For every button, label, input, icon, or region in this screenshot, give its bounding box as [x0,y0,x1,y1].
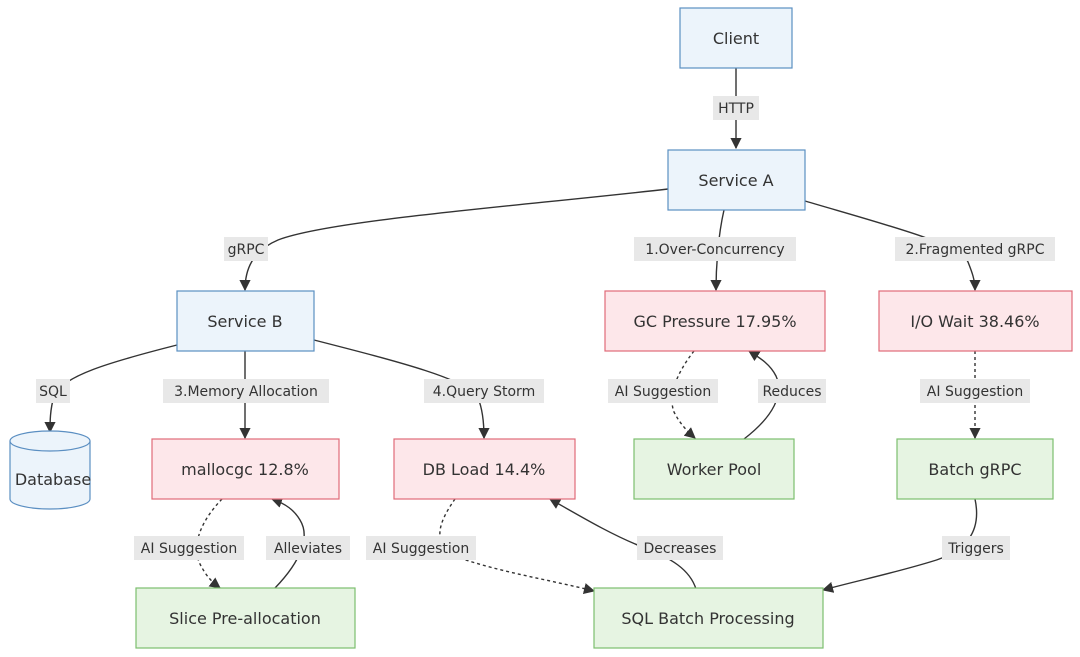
svg-text:Alleviates: Alleviates [274,541,342,557]
svg-text:Triggers: Triggers [947,541,1004,557]
edge-worker-pool-gc [743,350,780,440]
svg-text:4.Query Storm: 4.Query Storm [433,384,535,400]
edge-gc-worker-pool [671,350,696,439]
node-gc-pressure[interactable]: GC Pressure 17.95% [604,290,826,352]
edge-label-http: HTTP [713,96,759,120]
svg-text:SQL Batch Processing: SQL Batch Processing [621,609,794,628]
edge-label-sql: SQL [36,379,70,403]
node-worker-pool[interactable]: Worker Pool [633,438,795,500]
node-sql-batch[interactable]: SQL Batch Processing [593,587,824,649]
node-db-load[interactable]: DB Load 14.4% [393,438,576,500]
svg-text:1.Over-Concurrency: 1.Over-Concurrency [645,242,784,258]
node-service-a[interactable]: Service A [667,149,806,211]
edge-label-reduces: Reduces [758,379,826,403]
edge-label-query-storm: 4.Query Storm [424,379,544,403]
node-io-wait[interactable]: I/O Wait 38.46% [878,290,1073,352]
edge-service-a-service-b [239,188,669,292]
svg-text:Batch gRPC: Batch gRPC [928,460,1021,479]
svg-text:mallocgc 12.8%: mallocgc 12.8% [181,460,309,479]
node-slice-prealloc[interactable]: Slice Pre-allocation [135,587,356,649]
edge-label-fragmented-grpc: 2.Fragmented gRPC [895,237,1055,261]
edge-label-grpc: gRPC [224,237,268,261]
svg-text:DB Load 14.4%: DB Load 14.4% [423,460,546,479]
svg-text:Service B: Service B [207,312,282,331]
svg-text:AI Suggestion: AI Suggestion [373,541,469,557]
node-service-b[interactable]: Service B [176,290,315,352]
svg-text:Worker Pool: Worker Pool [667,460,762,479]
node-database[interactable]: Database [9,430,91,510]
svg-text:Slice Pre-allocation: Slice Pre-allocation [169,609,321,628]
node-mallocgc[interactable]: mallocgc 12.8% [151,438,340,500]
edge-label-memory-allocation: 3.Memory Allocation [163,379,329,403]
svg-text:HTTP: HTTP [718,101,754,117]
svg-text:Service A: Service A [698,171,773,190]
svg-text:SQL: SQL [39,384,67,400]
svg-text:Decreases: Decreases [644,541,717,557]
svg-text:AI Suggestion: AI Suggestion [615,384,711,400]
svg-text:Client: Client [713,29,759,48]
svg-text:Database: Database [15,470,91,489]
svg-text:AI Suggestion: AI Suggestion [927,384,1023,400]
edge-label-triggers: Triggers [942,536,1010,560]
svg-text:I/O Wait 38.46%: I/O Wait 38.46% [910,312,1039,331]
edge-label-alleviates: Alleviates [266,536,350,560]
edge-label-ai-suggestion-malloc: AI Suggestion [134,536,244,560]
node-batch-grpc[interactable]: Batch gRPC [896,438,1054,500]
edge-label-ai-suggestion-io: AI Suggestion [920,379,1030,403]
edge-batch-grpc-sql-batch [821,498,978,593]
svg-text:GC Pressure 17.95%: GC Pressure 17.95% [633,312,796,331]
svg-text:AI Suggestion: AI Suggestion [141,541,237,557]
svg-text:gRPC: gRPC [228,242,265,258]
edge-label-ai-suggestion-db: AI Suggestion [366,536,476,560]
edge-label-over-concurrency: 1.Over-Concurrency [634,237,796,261]
edge-label-decreases: Decreases [637,536,723,560]
edge-label-ai-suggestion-gc: AI Suggestion [608,379,718,403]
svg-text:3.Memory Allocation: 3.Memory Allocation [174,384,318,400]
edge-slice-mallocgc [270,497,305,589]
edge-mallocgc-slice [196,498,223,589]
svg-text:2.Fragmented gRPC: 2.Fragmented gRPC [905,242,1044,258]
node-client[interactable]: Client [679,7,793,69]
svg-text:Reduces: Reduces [762,384,821,400]
